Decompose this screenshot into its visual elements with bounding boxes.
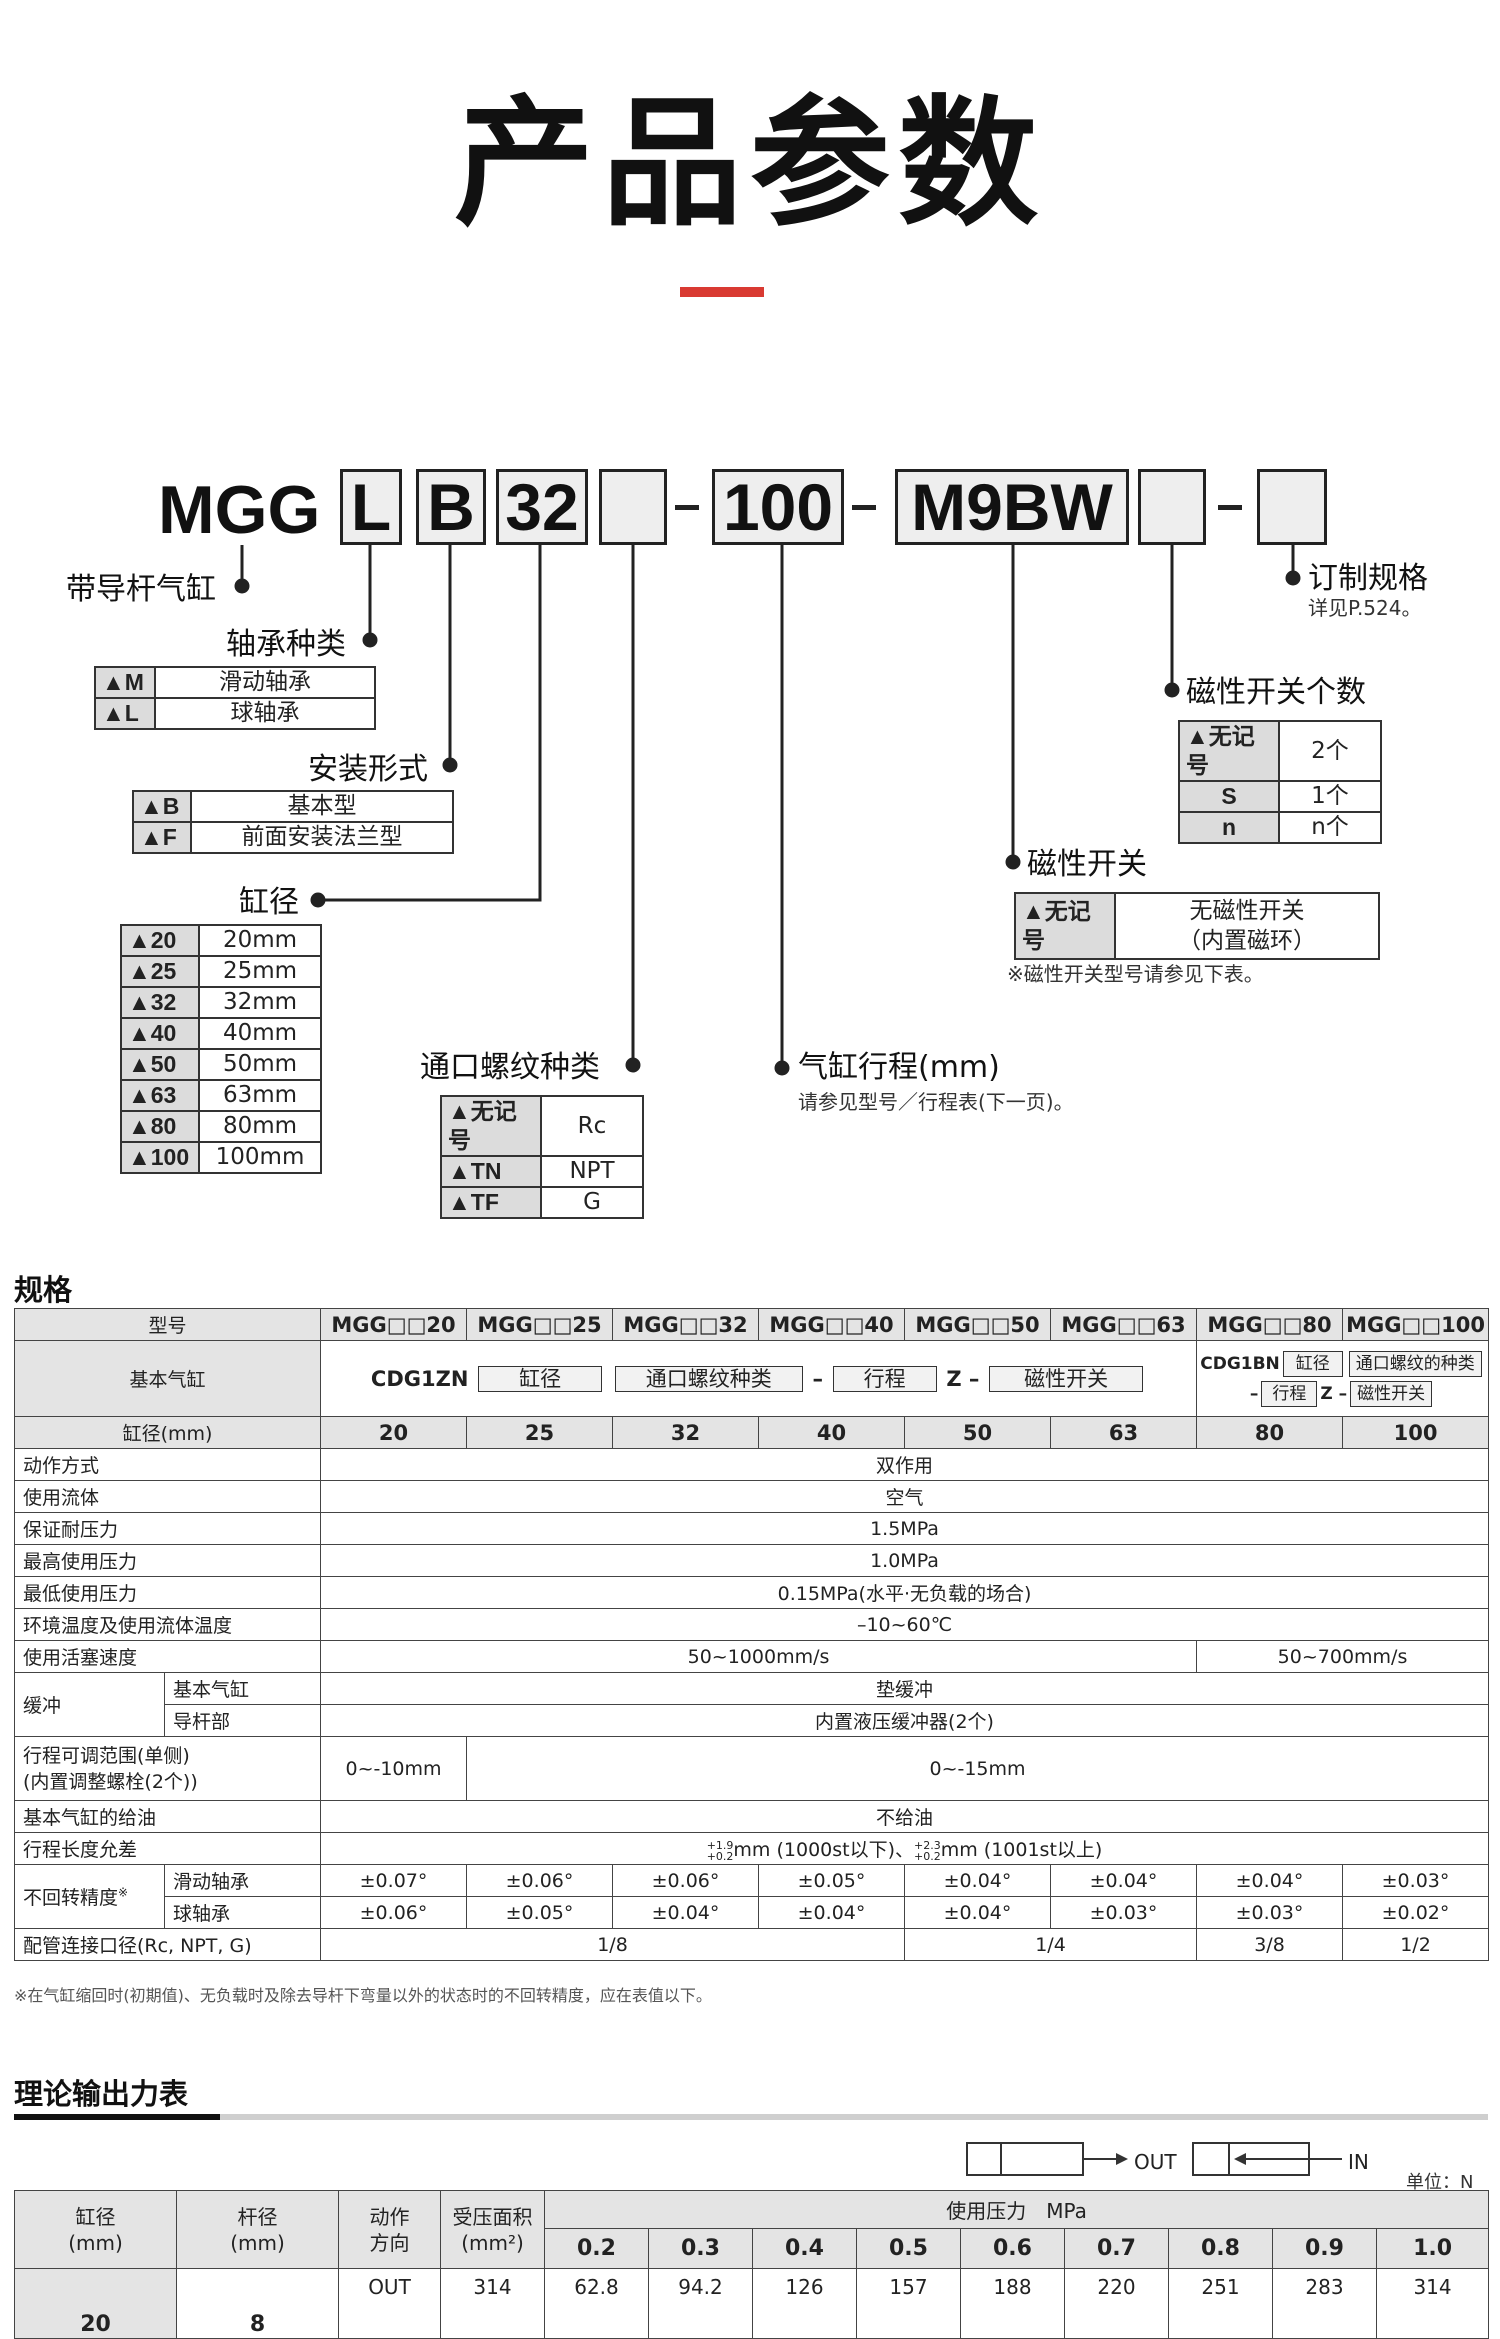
spec-footnote: ※在气缸缩回时(初期值)、无负载时及除去导杆下弯量以外的状态时的不回转精度，应在…	[14, 1986, 712, 2005]
code-custom-box	[1257, 469, 1327, 545]
callout-switch-note: ※磁性开关型号请参见下表。	[1007, 962, 1264, 986]
code-bearing-box: L	[340, 469, 402, 545]
callout-port-thread: 通口螺纹种类	[420, 1050, 600, 1085]
title-underline	[680, 287, 764, 297]
callout-auto-switch: 磁性开关	[1027, 847, 1147, 882]
callout-custom-note: 详见P.524。	[1308, 596, 1422, 620]
table-row: 环境温度及使用流体温度–10~60℃	[13, 1608, 1490, 1641]
code-port-box	[599, 469, 667, 545]
callout-stroke-note: 请参见型号／行程表(下一页)。	[798, 1090, 1074, 1114]
callout-switch-count: 磁性开关个数	[1186, 675, 1366, 710]
table-row: 缓冲 基本气缸 垫缓冲	[14, 1672, 1490, 1737]
table-row: 基本气缸的给油不给油	[13, 1800, 1490, 1833]
code-bore-box: 32	[496, 469, 588, 545]
table-row: 使用流体空气	[13, 1480, 1490, 1513]
table-row: 0.2 0.3 0.4 0.5 0.6 0.7 0.8 0.9 1.0	[15, 2228, 1490, 2269]
callout-guide-cylinder: 带导杆气缸	[66, 572, 216, 607]
table-row: 导杆部 内置液压缓冲器(2个)	[15, 1704, 1490, 1737]
code-switch-count-box	[1138, 469, 1206, 545]
callout-bore-size: 缸径	[239, 885, 299, 920]
code-prefix: MGG	[158, 472, 321, 548]
code-dash	[852, 505, 876, 510]
code-stroke-box: 100	[712, 469, 844, 545]
force-table: 缸径(mm) 杆径(mm) 动作方向 受压面积(mm²) 使用压力 MPa 0.…	[14, 2190, 1490, 2339]
section-rule-accent	[14, 2114, 220, 2120]
callout-bearing-type: 轴承种类	[226, 627, 346, 662]
force-section-title: 理论输出力表	[14, 2077, 189, 2111]
base-cylinder-code-a: CDG1ZN 缸径 通口螺纹种类 – 行程 Z – 磁性开关	[320, 1340, 1198, 1417]
unit-label: 单位：N	[1406, 2172, 1474, 2193]
spec-table: 型号 MGG□□20 MGG□□25 MGG□□32 MGG□□40 MGG□□…	[13, 1308, 1490, 1961]
code-dash	[1218, 505, 1242, 510]
page-title: 产品参数	[453, 83, 1046, 246]
arrow-left-icon	[1234, 2153, 1342, 2165]
table-row: 基本气缸 CDG1ZN 缸径 通口螺纹种类 – 行程 Z – 磁性开关 CDG1…	[13, 1340, 1490, 1417]
code-switch-box: M9BW	[895, 469, 1129, 545]
table-row: 动作方式双作用	[13, 1448, 1490, 1481]
section-rule	[14, 2114, 1488, 2120]
table-row: 不回转精度※ 滑动轴承 ±0.07° ±0.06° ±0.06° ±0.05° …	[14, 1864, 1490, 1929]
callout-stroke: 气缸行程(mm)	[798, 1050, 1000, 1085]
table-row: 20 8 OUT 314 62.8 94.2 126 157 188 220 2…	[14, 2268, 1490, 2339]
table-row: 型号 MGG□□20 MGG□□25 MGG□□32 MGG□□40 MGG□□…	[13, 1308, 1490, 1341]
callout-mounting-type: 安装形式	[308, 752, 428, 787]
arrow-right-icon	[1084, 2153, 1128, 2165]
spec-section-title: 规格	[14, 1273, 73, 1307]
table-row: 球轴承 ±0.06° ±0.05° ±0.04° ±0.04° ±0.04° ±…	[15, 1896, 1490, 1929]
auto-switch-options-table: ▲无记号 无磁性开关 （内置磁环）	[1014, 892, 1380, 960]
table-row: 行程可调范围(单侧) (内置调整螺栓(2个)) 0~-10mm 0~-15mm	[13, 1736, 1490, 1801]
table-row: 缸径(mm) 20 25 32 40 50 63 80 100	[13, 1416, 1490, 1449]
callout-custom-spec: 订制规格	[1308, 561, 1428, 596]
leader-lines	[234, 545, 1301, 1076]
table-row: 配管连接口径(Rc, NPT, G) 1/8 1/4 3/8 1/2	[13, 1928, 1490, 1961]
code-mount-box: B	[416, 469, 486, 545]
table-row: 缸径(mm) 杆径(mm) 动作方向 受压面积(mm²) 使用压力 MPa	[14, 2190, 1490, 2269]
code-dash	[675, 505, 699, 510]
table-row: ▲无记号 无磁性开关 （内置磁环）	[1014, 892, 1380, 960]
